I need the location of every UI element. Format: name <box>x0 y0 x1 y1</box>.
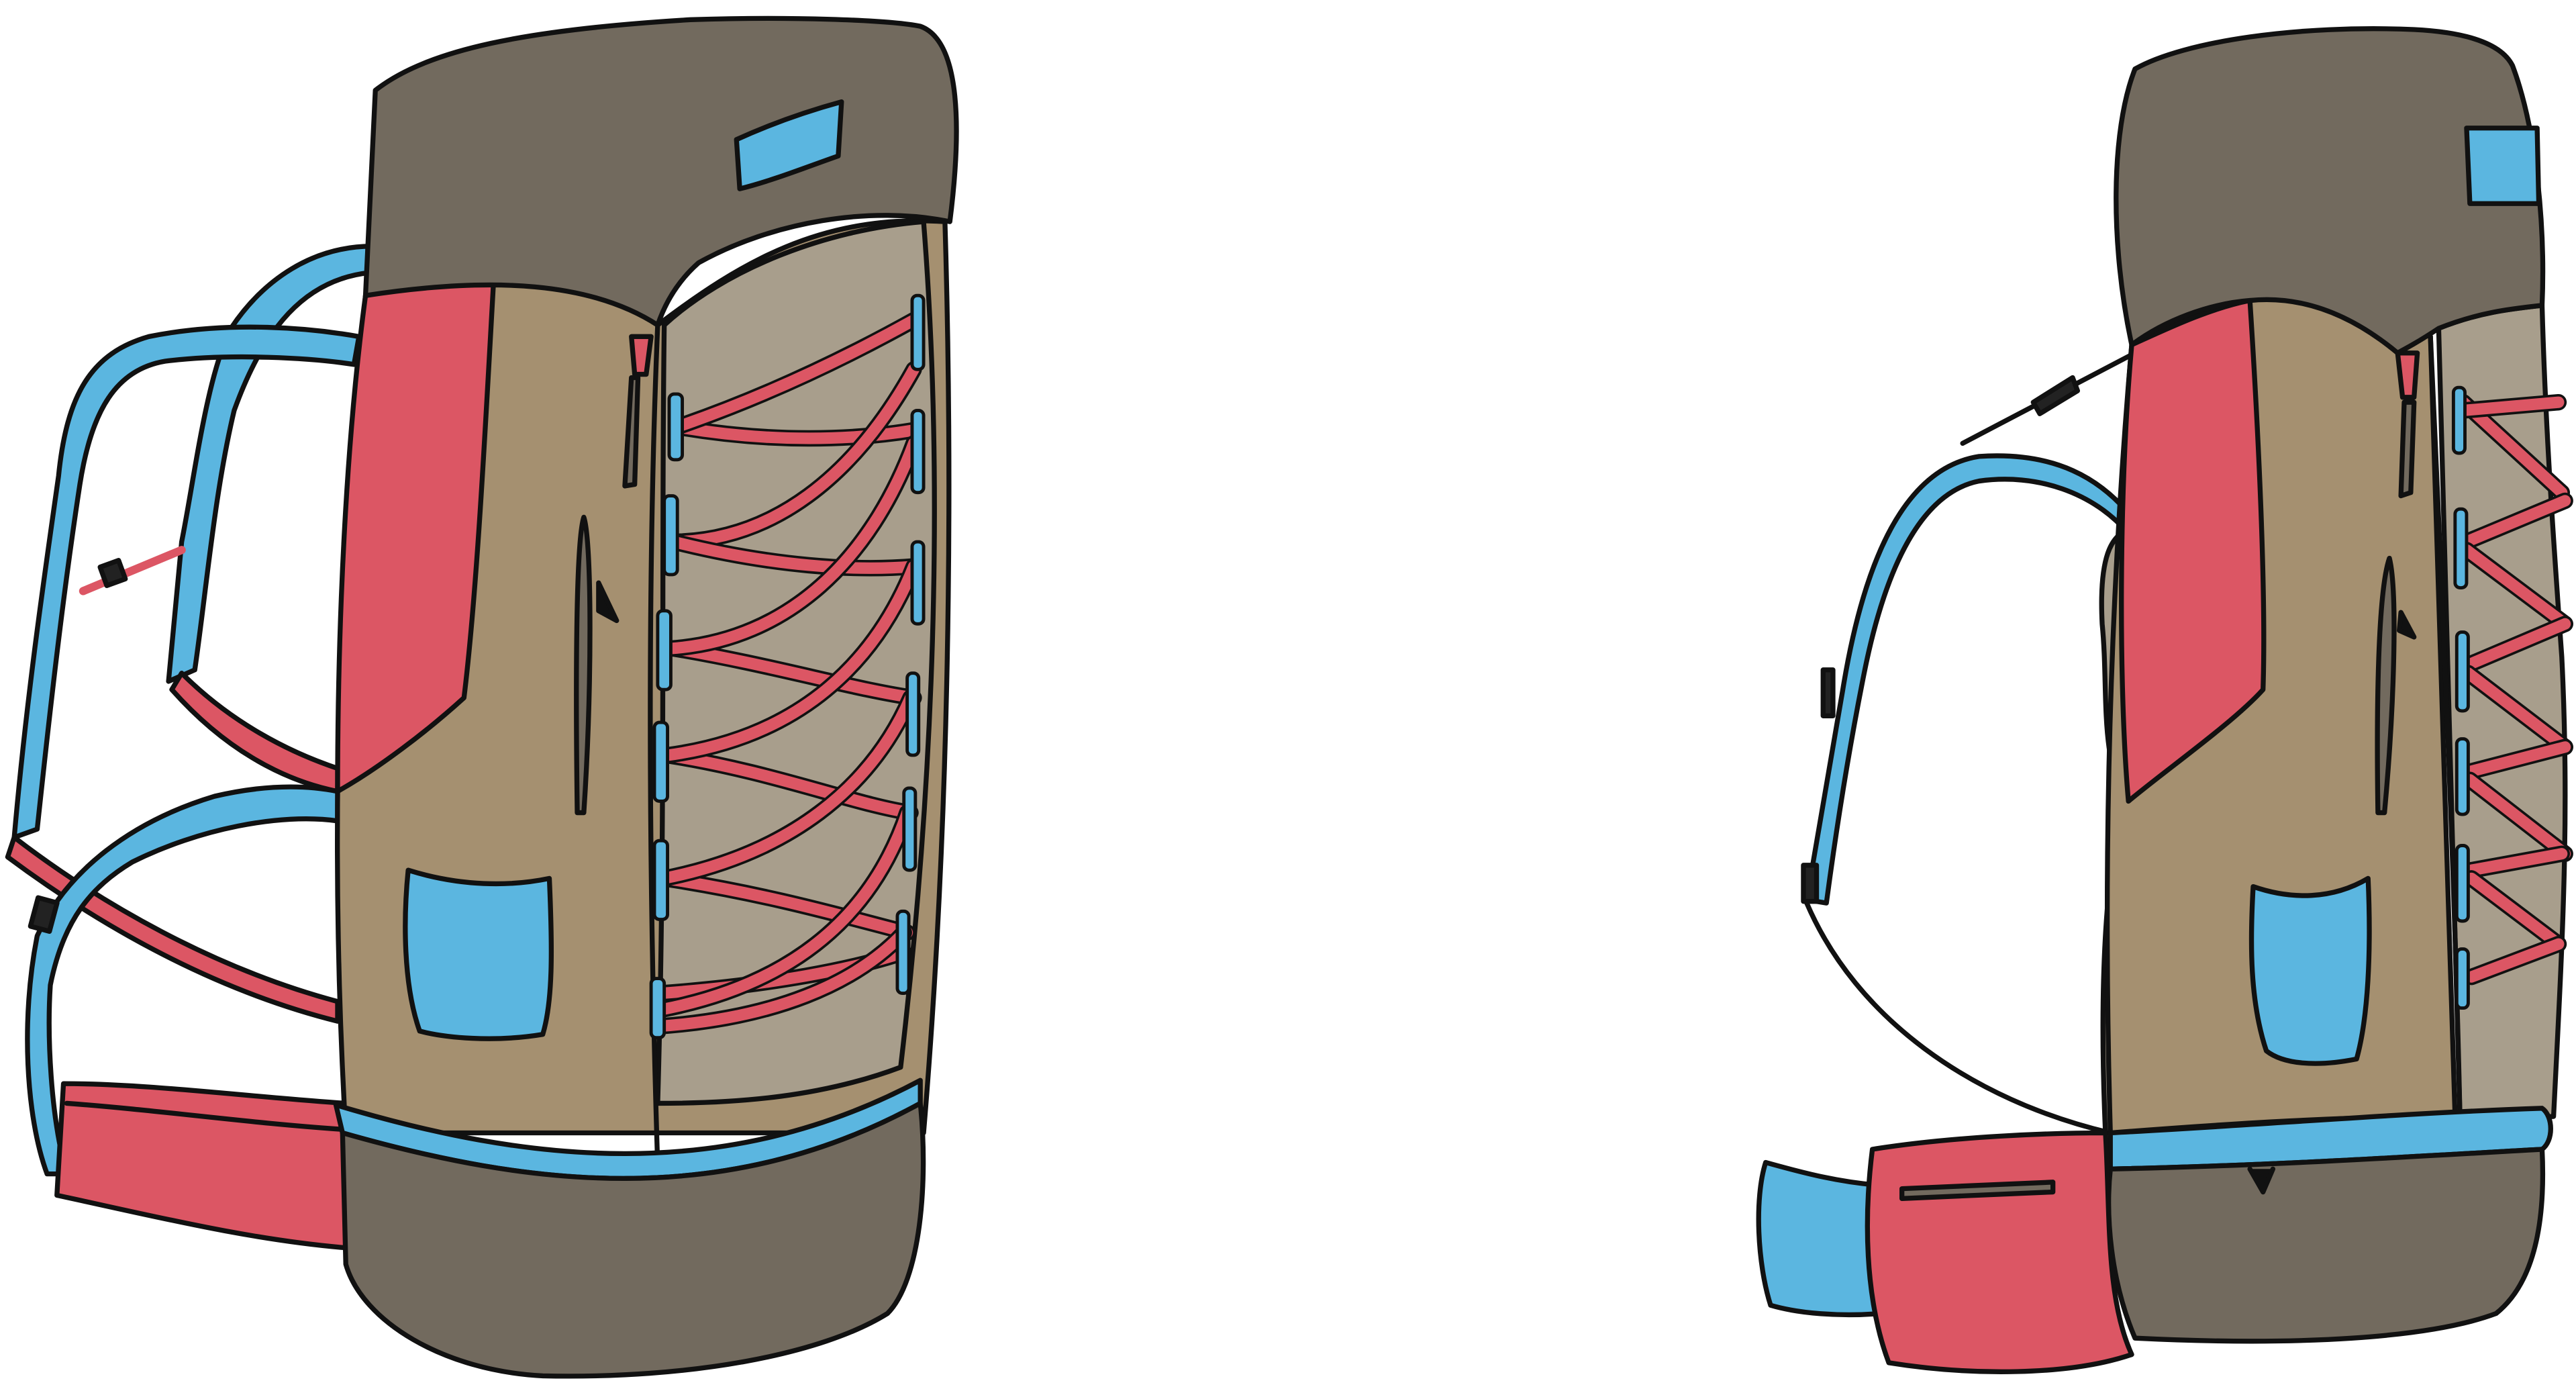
zipper-pull-top <box>629 334 654 377</box>
side-front-pocket <box>2248 875 2372 1066</box>
side-cord-tabs <box>2451 385 2470 1010</box>
upper-zipper <box>622 375 641 489</box>
cord-tabs <box>649 293 926 1040</box>
side-shoulder-strap <box>1804 453 2141 906</box>
hip-buckle <box>28 895 60 934</box>
backpack-side-view <box>1756 26 2573 1374</box>
side-front-zipper <box>2375 555 2397 816</box>
side-elastic-cords <box>2455 393 2573 986</box>
top-strap-buckle <box>2030 375 2081 416</box>
side-hip-belt-pad <box>1865 1130 2134 1374</box>
lid-badge <box>734 99 844 191</box>
side-top-lid <box>2114 26 2546 356</box>
hip-belt-pad-line <box>64 1100 348 1133</box>
shoulder-strap-red <box>169 671 340 794</box>
side-zip-seam <box>2428 334 2463 1122</box>
bottom-strap-tab <box>2247 1166 2276 1195</box>
side-strap-line <box>1804 900 2113 1136</box>
hip-belt-zipper <box>1899 1180 2056 1201</box>
chest-buckle <box>97 558 128 588</box>
side-hip-belt-blue <box>1756 1159 1883 1318</box>
elastic-cords <box>652 312 922 1035</box>
side-buckle-lower <box>1801 863 1820 904</box>
backpack-front-three-quarter <box>5 15 959 1379</box>
bottom-base <box>340 1100 926 1379</box>
side-bottom-base <box>2106 1147 2546 1344</box>
side-upper-zipper <box>2398 399 2417 499</box>
zipper-pull <box>596 580 620 624</box>
side-zipper-pull-top <box>2395 350 2420 400</box>
hip-belt-blue <box>25 784 340 1177</box>
side-buckle <box>1820 667 1836 718</box>
chest-strap <box>79 546 186 595</box>
side-zipper-pull <box>2397 610 2417 640</box>
side-lid-badge <box>2464 126 2542 206</box>
load-strap <box>5 834 340 1024</box>
front-zipper <box>574 514 593 816</box>
top-lid <box>362 15 959 328</box>
front-pocket <box>403 867 554 1041</box>
